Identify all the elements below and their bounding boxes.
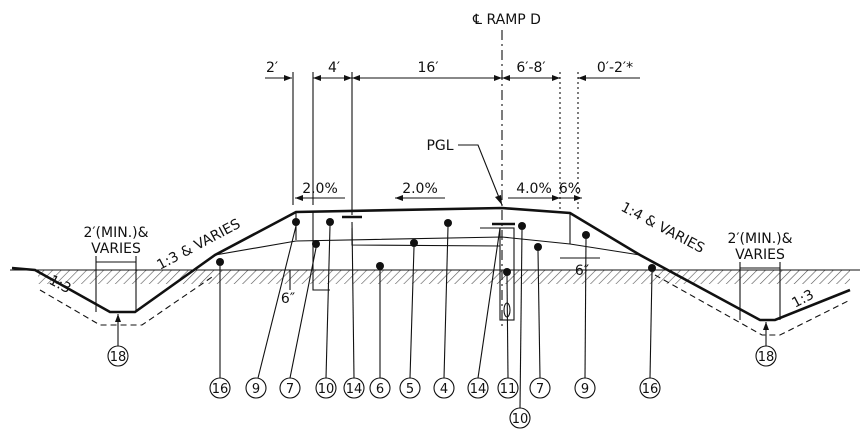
finished-grade-line xyxy=(11,206,851,322)
side-slope-right: 1:4 & VARIES xyxy=(618,199,707,256)
ditch-note-right-line2: VARIES xyxy=(735,247,785,263)
callout-16-left: 16 xyxy=(212,382,229,397)
pgl-label: PGL xyxy=(426,138,453,154)
dim-4ft: 4′ xyxy=(328,60,340,76)
dimension-row xyxy=(265,72,640,215)
ditch-slope-right: 1:3 xyxy=(789,287,816,312)
original-ground-hatch xyxy=(38,270,850,284)
callout-11: 11 xyxy=(500,382,517,397)
callout-14-left: 14 xyxy=(346,382,363,397)
ditch-note-right-line1: 2′(MIN.)& xyxy=(727,231,792,247)
callout-7-left: 7 xyxy=(286,382,294,397)
dim-2ft: 2′ xyxy=(266,60,278,76)
dim-6-8ft: 6′-8′ xyxy=(516,60,545,76)
dim-0-2ft: 0′-2′* xyxy=(597,60,633,76)
slope-shoulder-left: 2.0% xyxy=(302,181,338,197)
slope-lane-left: 2.0% xyxy=(402,181,438,197)
subgrade-right xyxy=(654,274,851,336)
slope-lane-right: 4.0% xyxy=(516,181,552,197)
callout-5: 5 xyxy=(406,382,414,397)
callout-7-right: 7 xyxy=(536,382,544,397)
pgl-leader xyxy=(458,144,503,206)
callout-6: 6 xyxy=(376,382,384,397)
callout-leaders xyxy=(219,221,653,409)
dim-16ft: 16′ xyxy=(418,60,439,76)
subgrade-left xyxy=(39,274,216,326)
thickness-left: 6″ xyxy=(281,291,295,307)
ramp-label: ℄ RAMP D xyxy=(472,12,541,28)
callout-10-lower: 10 xyxy=(512,412,529,427)
callout-9-right: 9 xyxy=(581,382,589,397)
ditch-note-left-line1: 2′(MIN.)& xyxy=(83,225,148,241)
ditch-note-left-line2: VARIES xyxy=(91,241,141,257)
callout-dots xyxy=(216,218,656,276)
callout-4: 4 xyxy=(440,382,448,397)
callout-10-left: 10 xyxy=(318,382,335,397)
callout-9-left: 9 xyxy=(252,382,260,397)
callout-18-left: 18 xyxy=(110,350,127,365)
callout-14-right: 14 xyxy=(470,382,487,397)
slope-shoulder-right: 6% xyxy=(559,181,581,197)
thickness-right: 6″ xyxy=(575,263,589,279)
callout-16-right: 16 xyxy=(642,382,659,397)
pavement-bottom xyxy=(214,236,641,256)
callout-row: 16 9 7 10 14 6 5 4 14 11 7 9 16 10 xyxy=(209,377,661,429)
callout-18-right: 18 xyxy=(758,350,775,365)
